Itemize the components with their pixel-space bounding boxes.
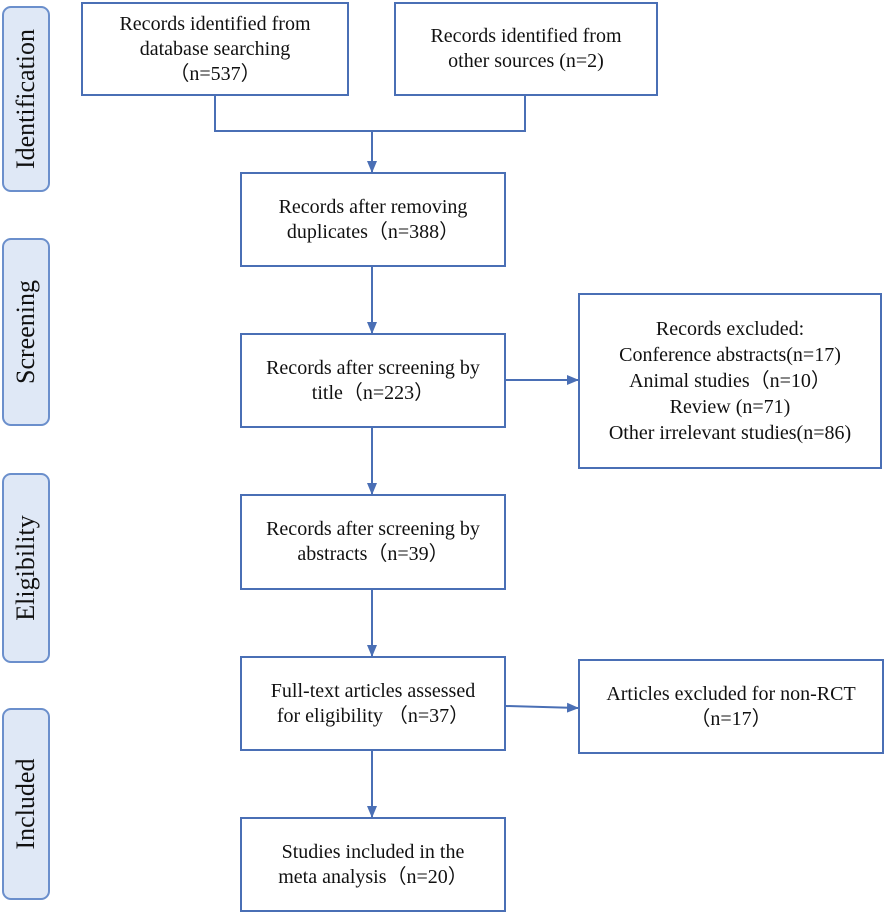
stage-screening: Screening [2,238,50,426]
box-database-records: Records identified from database searchi… [81,2,349,96]
arrow-to-rct-exclusions [505,702,579,713]
stage-included: Included [2,708,50,900]
merge-connector [214,96,526,132]
stage-label-eligibility: Eligibility [11,515,40,621]
stage-identification: Identification [2,6,50,192]
stage-eligibility: Eligibility [2,473,50,663]
box-title-exclusions: Records excluded: Conference abstracts(n… [578,293,882,469]
stage-label-screening: Screening [11,280,40,384]
box-after-duplicates: Records after removing duplicates（n=388） [240,172,506,267]
box-studies-included: Studies included in the meta analysis（n=… [240,817,506,912]
stage-label-identification: Identification [11,28,40,170]
box-other-sources: Records identified from other sources (n… [394,2,658,96]
box-full-text-assessed: Full-text articles assessed for eligibil… [240,656,506,751]
stage-label-included: Included [11,758,40,850]
box-after-abstract-screening: Records after screening by abstracts（n=3… [240,494,506,590]
box-after-title-screening: Records after screening by title（n=223） [240,333,506,428]
box-rct-exclusions: Articles excluded for non-RCT （n=17） [578,659,884,754]
